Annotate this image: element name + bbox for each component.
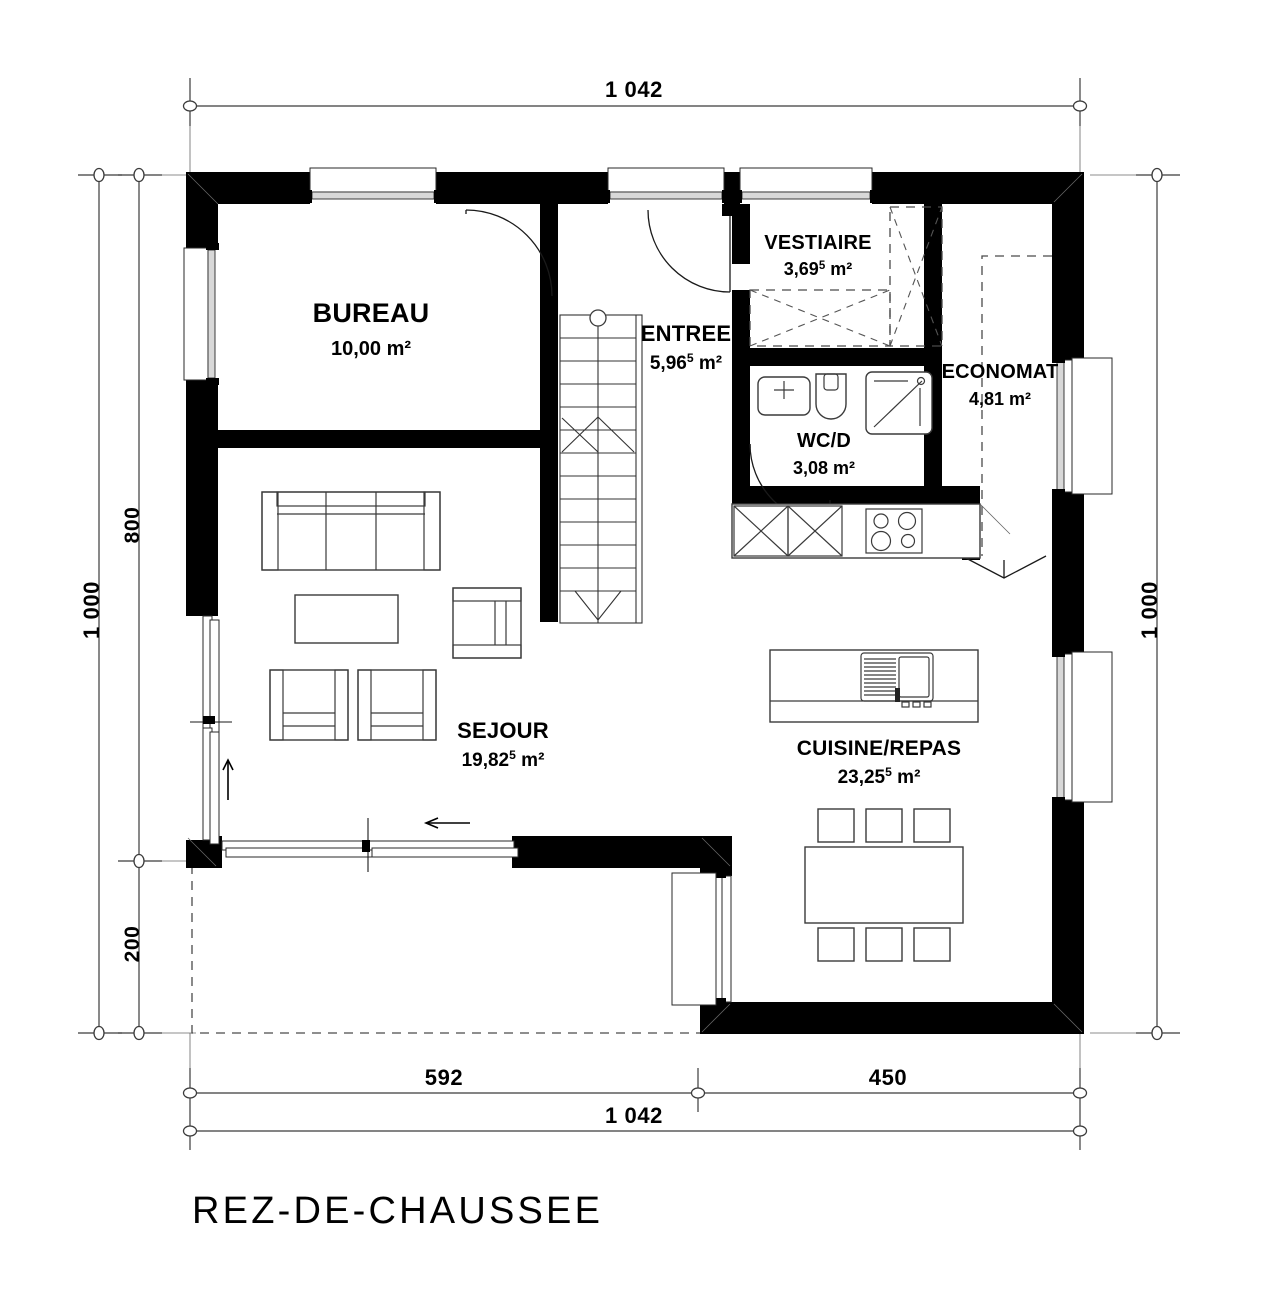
room-name-wc-d: WC/D: [797, 430, 851, 452]
kitchen-counter: [731, 503, 981, 559]
room-area-sejour: 19,825 m²: [462, 748, 545, 771]
drainer-grooves: [864, 658, 896, 696]
room-area-wc-d: 3,08 m²: [793, 458, 855, 478]
toilet: [815, 373, 847, 420]
dimension-top: 1 042: [182, 77, 1088, 172]
dim-top-total: 1 042: [605, 77, 663, 102]
cooktop-4-burner: [865, 508, 923, 554]
counter-cabinet-2: [787, 505, 843, 557]
bottom-sliding-door-sejour[interactable]: [221, 817, 519, 872]
top-window-entree: [603, 167, 729, 204]
room-label-vestiaire: VESTIAIRE 3,695 m²: [764, 232, 871, 279]
left-window-bureau: [183, 243, 219, 385]
right-window-economat: [1052, 355, 1113, 497]
economat-bifold-door[interactable]: [961, 555, 1047, 579]
armchair-right: [357, 669, 437, 741]
slide-arrow-left: [423, 817, 470, 829]
room-name-bureau: BUREAU: [313, 298, 430, 328]
room-name-cuisine-repas: CUISINE/REPAS: [797, 737, 961, 760]
washbasin: [757, 376, 811, 416]
entree-front-door[interactable]: [647, 204, 734, 293]
room-label-sejour: SEJOUR 19,825 m²: [457, 718, 549, 771]
room-area-cuisine-repas: 23,255 m²: [838, 765, 921, 788]
dining-chair-4: [817, 927, 855, 962]
kitchen-island-with-sink: [769, 649, 979, 723]
right-window-cuisine: [1052, 649, 1113, 805]
shower-tray: [865, 371, 933, 435]
page-title: REZ-DE-CHAUSSEE: [192, 1190, 603, 1232]
room-label-wc-d: WC/D 3,08 m²: [793, 430, 855, 478]
room-label-entree: ENTREE 5,965 m²: [641, 321, 731, 374]
left-sliding-door-sejour[interactable]: [186, 615, 234, 845]
dim-left-upper: 800: [121, 507, 144, 544]
dining-chair-1: [817, 808, 855, 843]
dimension-bottom-group: 592 450 1 042: [182, 1033, 1088, 1150]
dim-left-lower: 200: [121, 926, 144, 963]
vestiaire-wardrobes: [749, 206, 943, 347]
room-area-bureau: 10,00 m²: [331, 338, 411, 360]
sejour-furniture: [261, 491, 522, 741]
dim-right-total: 1 000: [1137, 581, 1162, 639]
dining-table: [804, 846, 964, 924]
room-area-entree: 5,965 m²: [650, 351, 722, 374]
internal-partitions: [218, 204, 980, 622]
room-name-vestiaire: VESTIAIRE: [764, 232, 871, 254]
room-label-cuisine-repas: CUISINE/REPAS 23,255 m²: [797, 737, 961, 788]
dim-left-total: 1 000: [79, 581, 104, 639]
wc-fixtures: [757, 371, 933, 435]
room-name-sejour: SEJOUR: [457, 718, 549, 743]
dining-chair-3: [913, 808, 951, 843]
wardrobe-dashed-corner: [889, 206, 943, 347]
dimension-right: 1 000: [1090, 167, 1180, 1041]
room-name-entree: ENTREE: [641, 321, 731, 346]
dimension-left-group: 1 000 800 200: [78, 167, 196, 1041]
dim-bottom-total: 1 042: [605, 1103, 663, 1128]
armchair-left: [269, 669, 349, 741]
room-label-bureau: BUREAU 10,00 m²: [313, 298, 430, 360]
staircase-up: [559, 309, 643, 624]
dining-chair-2: [865, 808, 903, 843]
sofa-three-seat: [261, 491, 441, 571]
room-name-economat: ECONOMAT: [942, 361, 1059, 383]
economat-shelving: [981, 255, 1052, 556]
room-area-vestiaire: 3,695 m²: [784, 259, 852, 279]
room-labels: BUREAU 10,00 m² ENTREE 5,965 m² VESTIAIR…: [313, 232, 1059, 788]
dining-chair-5: [865, 927, 903, 962]
dining-chair-6: [913, 927, 951, 962]
terrace-outline: [191, 865, 700, 1034]
top-window-vestiaire: [735, 167, 877, 204]
wall-openings: [183, 167, 1113, 1006]
room-label-economat: ECONOMAT 4,81 m²: [942, 361, 1059, 409]
dining-set: [804, 808, 964, 962]
side-chair: [452, 587, 522, 659]
dim-bottom-right: 450: [869, 1065, 908, 1090]
wardrobe-dashed: [749, 289, 891, 347]
room-area-economat: 4,81 m²: [969, 389, 1031, 409]
top-window-bureau: [305, 167, 441, 204]
wall-corner-hatches: [187, 173, 1083, 1033]
dim-bottom-left: 592: [425, 1065, 464, 1090]
coffee-table: [294, 594, 399, 644]
cuisine-left-window: [671, 870, 732, 1006]
slide-arrow-up: [222, 758, 234, 800]
bureau-door[interactable]: [465, 204, 558, 297]
